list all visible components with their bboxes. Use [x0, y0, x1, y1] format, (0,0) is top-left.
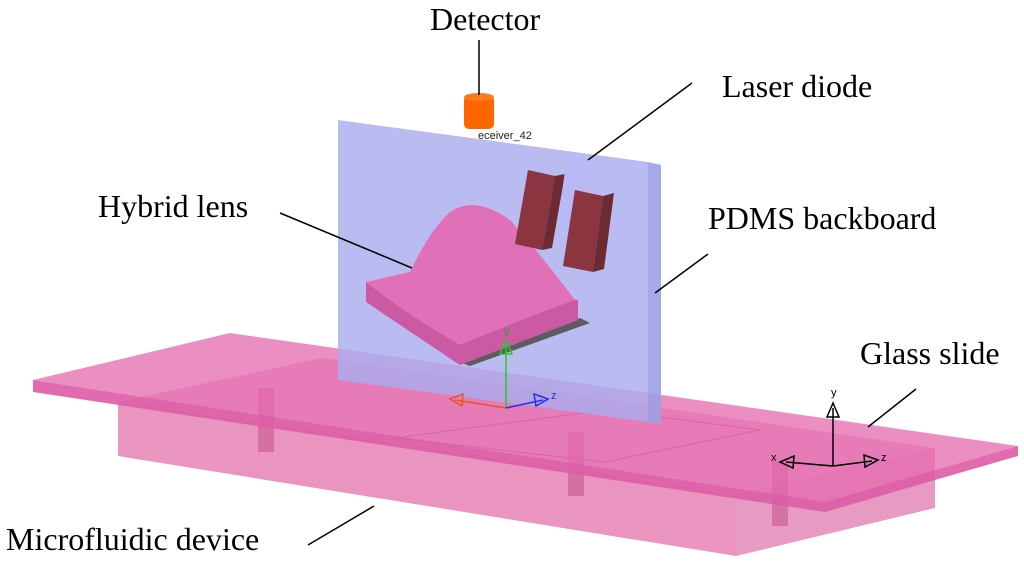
axes-center: y z [448, 325, 557, 409]
slide-top-face [33, 333, 1018, 502]
receiver-tag: eceiver_42 [478, 130, 532, 142]
label-glass-slide: Glass slide [860, 335, 1000, 371]
hybrid-lens-leader [279, 212, 413, 269]
axis-z-label: z [881, 452, 887, 464]
axis-x-arrow [778, 454, 795, 470]
pdms-backboard-leader [654, 253, 709, 294]
microfluidic-device-leader [307, 505, 375, 546]
label-detector: Detector [430, 1, 541, 37]
label-microfluidic-device: Microfluidic device [6, 521, 259, 557]
label-pdms-backboard: PDMS backboard [708, 200, 936, 236]
axis-x-line [454, 399, 507, 409]
axis-z-label: z [551, 390, 557, 402]
laser-diode-leader [587, 82, 693, 161]
axis-x-arrow [448, 392, 464, 408]
axis-z-line [505, 399, 544, 409]
slide-front-edge [33, 380, 825, 512]
axis-y-arrow [825, 401, 841, 418]
laser-diode [515, 159, 614, 272]
detector: eceiver_42 [464, 93, 532, 142]
glass-slide-leader [867, 388, 917, 428]
axis-z-arrow [533, 392, 550, 408]
laser-block-left [515, 170, 555, 250]
label-hybrid-lens: Hybrid lens [98, 188, 248, 224]
lens-shadow [460, 318, 590, 366]
axis-x-label: x [771, 452, 777, 464]
axis-y-arrow [498, 338, 514, 355]
axis-y-label: y [504, 325, 510, 337]
axis-z-line [832, 460, 873, 467]
laser-block-right-side [593, 193, 614, 272]
label-laser-diode: Laser diode [722, 68, 872, 104]
glass-slide [33, 333, 1018, 512]
axis-y-label: y [831, 387, 837, 399]
leader-lines [279, 40, 917, 546]
slide-side-edge [825, 446, 1018, 512]
axes-right: y x z [771, 387, 887, 470]
detector-top [464, 93, 494, 101]
axis-z-arrow [863, 453, 880, 469]
laser-block-left-side [542, 174, 565, 250]
laser-block-right [563, 190, 603, 272]
detector-cylinder [464, 95, 494, 129]
backboard-edge [648, 162, 661, 424]
